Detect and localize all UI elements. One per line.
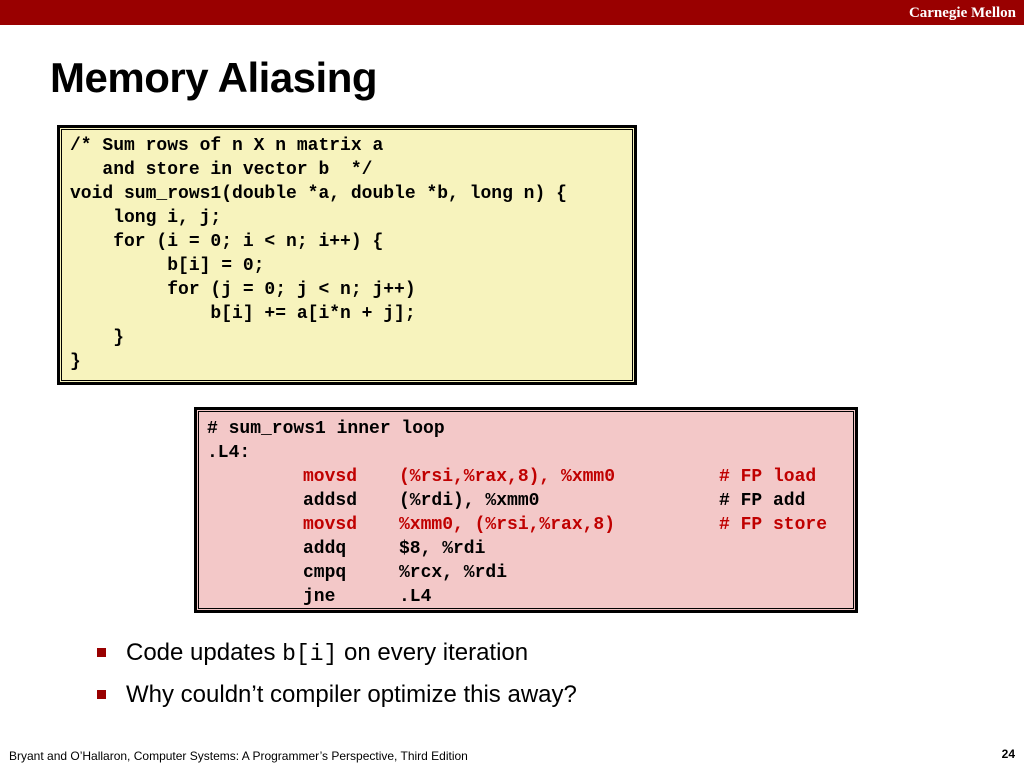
asm-comment: # FP add xyxy=(719,491,806,511)
bullet-item: Why couldn’t compiler optimize this away… xyxy=(96,678,577,720)
bullet-list: Code updates b[i] on every iteration Why… xyxy=(96,636,577,720)
slide-title: Memory Aliasing xyxy=(50,54,378,101)
c-code-box: /* Sum rows of n X n matrix a and store … xyxy=(59,127,635,383)
asm-opcode: addsd xyxy=(303,491,358,511)
bullet-text: Why couldn’t compiler optimize this away… xyxy=(126,681,577,708)
asm-operands: %rcx, %rdi xyxy=(399,563,508,583)
c-code-line: } xyxy=(70,328,125,348)
asm-operands: (%rdi), %xmm0 xyxy=(399,491,540,511)
square-bullet-icon xyxy=(97,648,106,657)
c-code-line: } xyxy=(70,352,81,372)
c-code-line: void sum_rows1(double *a, double *b, lon… xyxy=(70,184,567,204)
asm-operands: (%rsi,%rax,8), %xmm0 xyxy=(399,467,616,487)
page-number: 24 xyxy=(1001,747,1015,761)
asm-opcode: movsd xyxy=(303,515,358,535)
bullet-item: Code updates b[i] on every iteration xyxy=(96,636,577,678)
top-bar: Carnegie Mellon xyxy=(0,0,1024,25)
asm-operands: .L4 xyxy=(399,587,432,607)
bullet-text: on every iteration xyxy=(337,639,529,666)
c-code-line: long i, j; xyxy=(70,208,222,228)
c-code-line: /* Sum rows of n X n matrix a xyxy=(70,136,384,156)
asm-opcode: movsd xyxy=(303,467,358,487)
c-code-line: b[i] += a[i*n + j]; xyxy=(70,304,416,324)
asm-operands: $8, %rdi xyxy=(399,539,486,559)
asm-opcode: jne xyxy=(303,587,336,607)
square-bullet-icon xyxy=(97,690,106,699)
c-code-line: for (j = 0; j < n; j++) xyxy=(70,280,416,300)
asm-comment: # FP store xyxy=(719,515,828,535)
inline-code: b[i] xyxy=(282,641,338,667)
asm-instruction-row: jne .L4 xyxy=(207,585,445,609)
asm-instruction-row: addq $8, %rdi xyxy=(207,537,485,561)
asm-instruction-row: cmpq %rcx, %rdi xyxy=(207,561,507,585)
asm-comment-line: # sum_rows1 inner loop xyxy=(207,419,445,439)
c-code-line: b[i] = 0; xyxy=(70,256,265,276)
footer-citation: Bryant and O’Hallaron, Computer Systems:… xyxy=(9,749,468,763)
asm-operands: %xmm0, (%rsi,%rax,8) xyxy=(399,515,616,535)
asm-opcode: cmpq xyxy=(303,563,347,583)
brand-label: Carnegie Mellon xyxy=(908,5,1016,21)
bullet-text: Code updates xyxy=(126,639,283,666)
asm-instruction-row: addsd (%rdi), %xmm0 # FP add xyxy=(207,489,805,513)
c-code-line: for (i = 0; i < n; i++) { xyxy=(70,232,384,252)
asm-opcode: addq xyxy=(303,539,347,559)
asm-instruction-row: movsd (%rsi,%rax,8), %xmm0 # FP load xyxy=(207,465,816,489)
asm-instruction-row: movsd %xmm0, (%rsi,%rax,8) # FP store xyxy=(207,513,827,537)
asm-comment: # FP load xyxy=(719,467,817,487)
asm-code-lines: # sum_rows1 inner loop .L4: movsd (%rsi,… xyxy=(207,417,827,609)
asm-label-line: .L4: xyxy=(207,443,251,463)
c-code-lines: /* Sum rows of n X n matrix a and store … xyxy=(70,134,567,374)
asm-code-box: # sum_rows1 inner loop .L4: movsd (%rsi,… xyxy=(196,409,856,611)
c-code-line: and store in vector b */ xyxy=(70,160,373,180)
